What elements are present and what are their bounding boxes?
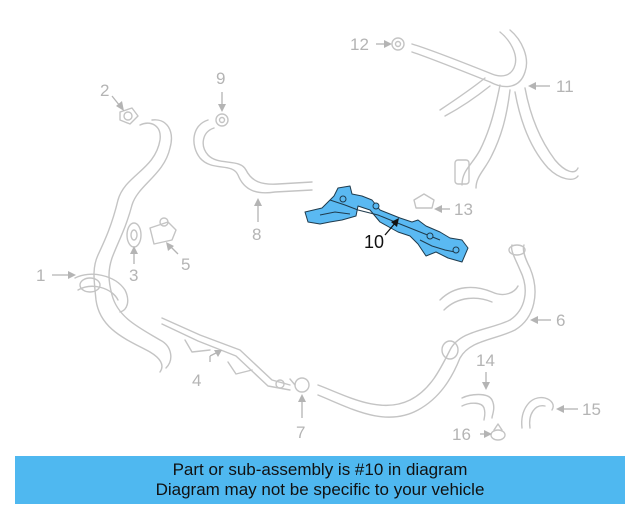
part-1-hose: [74, 119, 172, 373]
part-7-clamp: [289, 377, 310, 393]
callout-1: 1: [36, 266, 45, 285]
callout-12: 12: [350, 35, 369, 54]
callout-2: 2: [100, 81, 109, 100]
part-11-hose: [411, 29, 579, 189]
leader-lines: [52, 40, 578, 438]
info-banner: Part or sub-assembly is #10 in diagram D…: [15, 456, 625, 504]
part-15-hose: [521, 396, 554, 429]
callout-10: 10: [364, 232, 384, 252]
callout-5: 5: [181, 255, 190, 274]
callout-4: 4: [192, 371, 201, 390]
parts-diagram: 1 2 3 4 5 6 7 8 9 10 11 12 13 14 15 16: [36, 29, 601, 444]
callout-9: 9: [216, 69, 225, 88]
part-13-nut: [413, 193, 435, 209]
callout-labels: 1 2 3 4 5 6 7 8 9 10 11 12 13 14 15 16: [36, 35, 601, 444]
part-8-hose: [193, 119, 313, 194]
part-3-gasket: [126, 222, 142, 248]
banner-line-2: Diagram may not be specific to your vehi…: [155, 480, 485, 499]
part-16-clip: [490, 423, 506, 441]
callout-15: 15: [582, 400, 601, 419]
callout-7: 7: [296, 423, 305, 442]
part-12-clamp: [391, 37, 405, 51]
callout-16: 16: [452, 425, 471, 444]
part-6-hose: [317, 244, 536, 418]
part-10-bracket-assembly: [304, 185, 469, 263]
part-2-clamp: [119, 107, 139, 125]
callout-14: 14: [476, 351, 495, 370]
callout-6: 6: [556, 311, 565, 330]
callout-8: 8: [252, 225, 261, 244]
part-9-clamp: [215, 113, 229, 127]
part-4-pipe: [161, 317, 291, 391]
part-14-hose: [461, 393, 495, 421]
callout-3: 3: [129, 266, 138, 285]
callout-11: 11: [556, 77, 574, 96]
part-5-fitting: [149, 217, 177, 245]
callout-13: 13: [454, 200, 473, 219]
banner-line-1: Part or sub-assembly is #10 in diagram: [172, 460, 468, 479]
